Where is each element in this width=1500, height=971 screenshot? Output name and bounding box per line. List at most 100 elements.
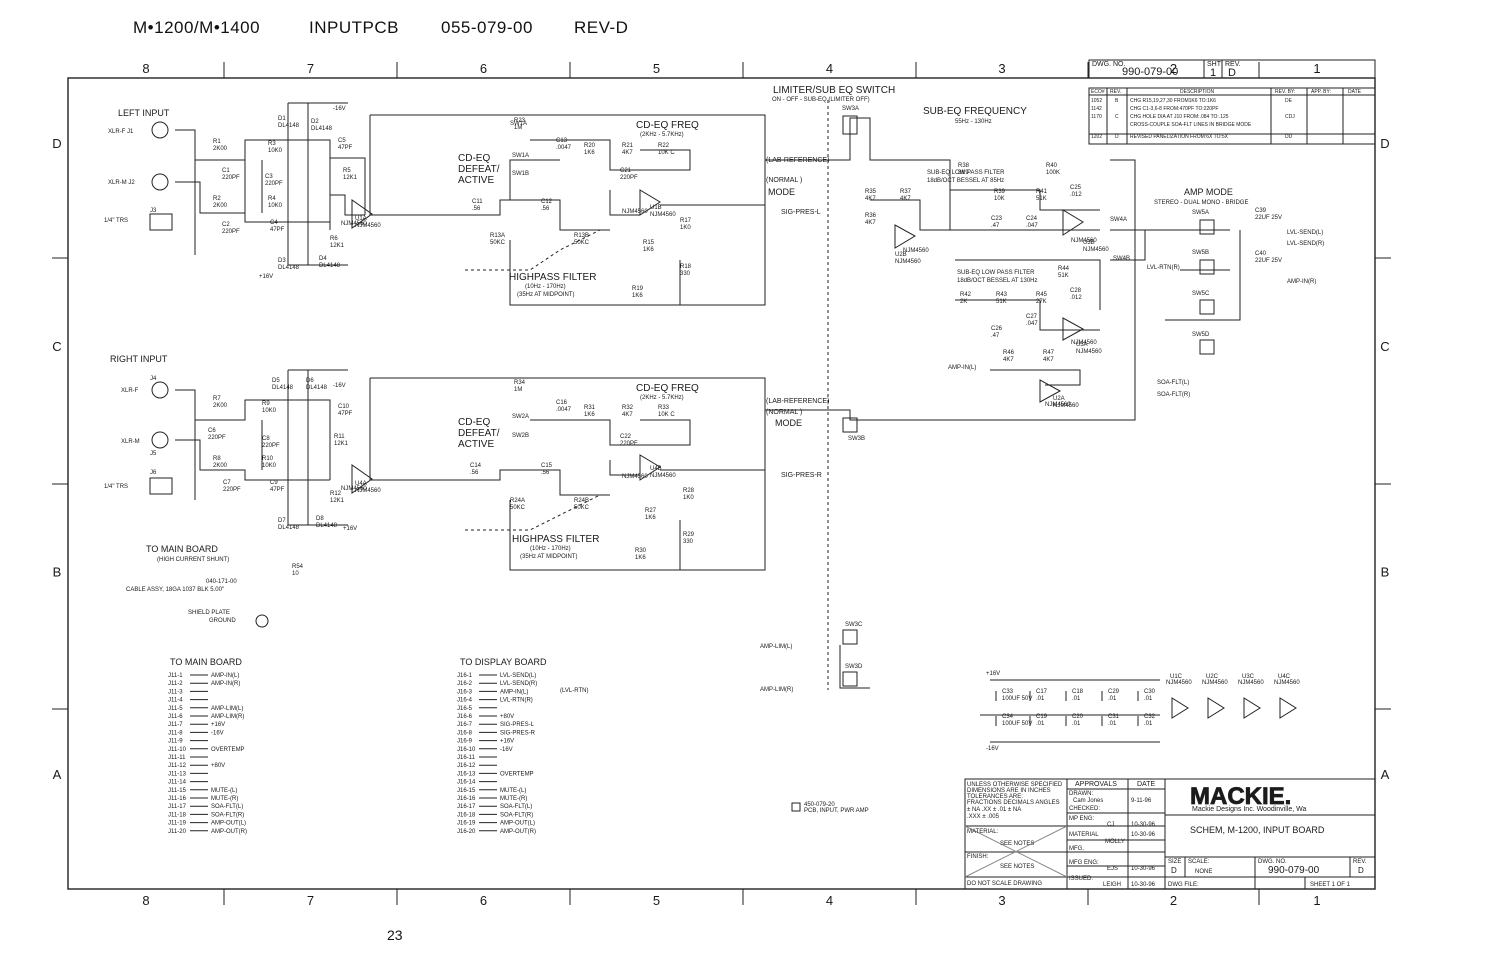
cd-eq-freq-range: (2KHz - 5.7KHz) — [640, 132, 684, 138]
cap-c32-ref: C32 — [1144, 714, 1156, 720]
part-r46-value: 4K7 — [1003, 357, 1014, 363]
lvl-rtn-r: LVL-RTN(R) — [1147, 265, 1180, 271]
tol-line5: ± NA .XX ± .01 ± NA — [967, 807, 1021, 813]
j16-pin: J16-10 — [457, 747, 476, 753]
hp-range-l: (10Hz - 170Hz) — [525, 284, 566, 290]
cd-eq-defeat-line3: ACTIVE — [458, 175, 494, 186]
pcb-note-pn: 450-079-20 — [804, 802, 835, 808]
part-r41-ref: R41 — [1036, 189, 1048, 195]
xlr-m-j5-jack — [151, 431, 169, 449]
j11-pin: J11-4 — [168, 698, 183, 704]
part-r8-value: 2K00 — [213, 463, 228, 469]
cap-c20-value: .01 — [1072, 721, 1081, 727]
rev-sht: 1 — [1210, 67, 1216, 79]
amp-in-l: AMP-IN(L) — [948, 365, 976, 371]
j16-pin: J16-16 — [457, 796, 476, 802]
minus16v-r: -16V — [333, 383, 346, 389]
part-r6-ref: R6 — [330, 236, 338, 242]
part-r15-ref: R15 — [643, 240, 655, 246]
part-r9-value: 10K0 — [262, 408, 277, 414]
j11-signal: AMP-LIM(R) — [211, 714, 244, 720]
zone-col-label: 1 — [1313, 893, 1320, 908]
lvl-send-r: LVL-SEND(R) — [1287, 241, 1324, 247]
part-u4b-ref: U4B — [650, 466, 662, 472]
rev-row-by: CDJ — [1285, 114, 1295, 120]
to-display-board-title: TO DISPLAY BOARD — [460, 657, 547, 667]
zone-row-label: B — [1381, 565, 1390, 580]
part-u2a-value: NJM4560 — [1053, 403, 1079, 409]
j3-ref: J3 — [150, 208, 157, 214]
part-c25-ref: C25 — [1070, 185, 1082, 191]
zone-col-label: 4 — [826, 893, 833, 908]
part-r43-ref: R43 — [996, 292, 1008, 298]
material2-date: 10-30-96 — [1131, 832, 1156, 838]
part-c22-value: 220PF — [620, 441, 638, 447]
revision-block: DWG. NO. 990-079-00 SHT 1 REV. D ECO# RE… — [1088, 59, 1376, 145]
part-u3b-value: NJM4560 — [1083, 247, 1109, 253]
part-c3-value: 220PF — [265, 181, 283, 187]
rev-row-by: DD — [1285, 134, 1293, 140]
part-d3-value: DL4148 — [278, 265, 300, 271]
u3a-label: NJM4560 — [1071, 340, 1097, 346]
j16-pin: J16-19 — [457, 821, 476, 827]
shield-plate: SHIELD PLATE — [188, 610, 230, 616]
part-c21-ref: C21 — [620, 168, 632, 174]
j11-pin: J11-10 — [168, 747, 187, 753]
highpass-title-l: HIGHPASS FILTER — [509, 272, 596, 283]
issued-name: LEIGH — [1103, 882, 1121, 888]
part-labels: R12K00R22K00R310K0R410K0C1220PFC2220PFC3… — [208, 116, 1282, 577]
lvl-send-l: LVL-SEND(L) — [1287, 230, 1323, 236]
to-main-board-title: TO MAIN BOARD — [170, 657, 242, 667]
u1b-label: NJM4560 — [622, 209, 648, 215]
hp-range-r: (10Hz - 170Hz) — [530, 546, 571, 552]
part-r32-ref: R32 — [622, 405, 634, 411]
j11-pin: J11-5 — [168, 706, 183, 712]
part-r3-value: 10K0 — [268, 148, 283, 154]
j16-signal: LVL-SEND(R) — [500, 681, 537, 687]
board-name: INPUTPCB — [309, 18, 399, 37]
part-u2a-ref: U2A — [1053, 396, 1065, 402]
part-number: 055-079-00 — [441, 18, 533, 37]
part-c4-ref: C4 — [270, 220, 278, 226]
lab-ref-l: (LAB-REFERENCE) — [766, 157, 829, 164]
part-u2b-value: NJM4560 — [895, 259, 921, 265]
part-r12-ref: R12 — [330, 491, 342, 497]
j11-pin: J11-6 — [168, 714, 183, 720]
part-u1b-ref: U1B — [650, 205, 662, 211]
approvals-label: APPROVALS — [1075, 781, 1117, 788]
pwr-minus16v: -16V — [986, 746, 999, 752]
sw3b-switch — [842, 417, 858, 433]
cap-c34-ref: C34 — [1002, 714, 1014, 720]
part-c11-ref: C11 — [472, 199, 483, 205]
revision: REV-D — [574, 18, 629, 37]
j11-pin: J11-13 — [168, 771, 187, 777]
u4b-label: NJM4560 — [622, 474, 648, 480]
sub-lp2-title: SUB-EQ LOW PASS FILTER — [957, 270, 1035, 276]
amp-mode-options: STEREO - DUAL MONO - BRIDGE — [1154, 200, 1248, 206]
part-r22-value: 10K C — [658, 150, 675, 156]
part-r10-ref: R10 — [262, 456, 274, 462]
part-r27-value: 1K6 — [645, 515, 656, 521]
u4b-opamp — [639, 454, 661, 481]
j11-pin: J11-17 — [168, 804, 187, 810]
part-r23-ref: R23 — [514, 118, 526, 124]
cap-c33-ref: C33 — [1002, 689, 1014, 695]
part-r45-ref: R45 — [1036, 292, 1048, 298]
date-label: DATE — [1137, 781, 1155, 788]
j11-pin: J11-9 — [168, 739, 183, 745]
drawn-name: Cam Jones — [1073, 798, 1103, 804]
ic-u2c-symbol — [1207, 697, 1225, 719]
part-d2-value: DL4148 — [311, 126, 333, 132]
j11-pin: J11-14 — [168, 780, 187, 786]
sw2b-ref: SW2B — [512, 433, 529, 439]
part-r31-ref: R31 — [584, 405, 596, 411]
part-r19-ref: R19 — [632, 286, 644, 292]
rev-dwg-label: DWG. NO. — [1092, 61, 1125, 68]
part-r54-ref: R54 — [292, 564, 304, 570]
mfg-eng-date: 10-30-96 — [1131, 866, 1156, 872]
issued-date: 10-30-96 — [1131, 882, 1156, 888]
part-u1a-value: NJM4560 — [355, 223, 381, 229]
j16-signal: AMP-OUT(R) — [500, 829, 536, 835]
part-c14-ref: C14 — [470, 463, 482, 469]
